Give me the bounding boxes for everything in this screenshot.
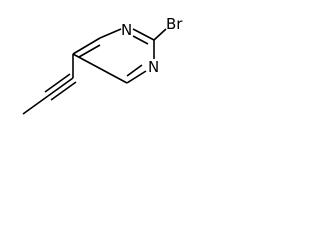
triple-bond-left: [44, 73, 71, 93]
triple-bond-right: [50, 81, 77, 101]
bond-c5-c4: [72, 37, 101, 55]
bond-c5-c4-inner: [78, 44, 101, 58]
atom-label-n-bottom: N: [148, 58, 159, 76]
bond-n3-c2-inner: [132, 35, 149, 45]
bond-c2-br: [153, 28, 167, 41]
triple-bond-center: [47, 77, 74, 97]
triple-bond: [44, 73, 77, 101]
structure-diagram: N N Br: [22, 15, 183, 115]
bond-n1-c6: [126, 70, 147, 84]
bond-n3-c2: [132, 28, 155, 41]
bond-c6-c5: [72, 53, 128, 84]
bond-terminal: [22, 95, 49, 115]
bond-n1-c6-inner: [126, 64, 143, 77]
bond-c4-n3: [99, 28, 122, 39]
ring: [72, 28, 155, 84]
atom-label-n-top: N: [121, 21, 132, 39]
atom-label-br: Br: [166, 15, 183, 33]
